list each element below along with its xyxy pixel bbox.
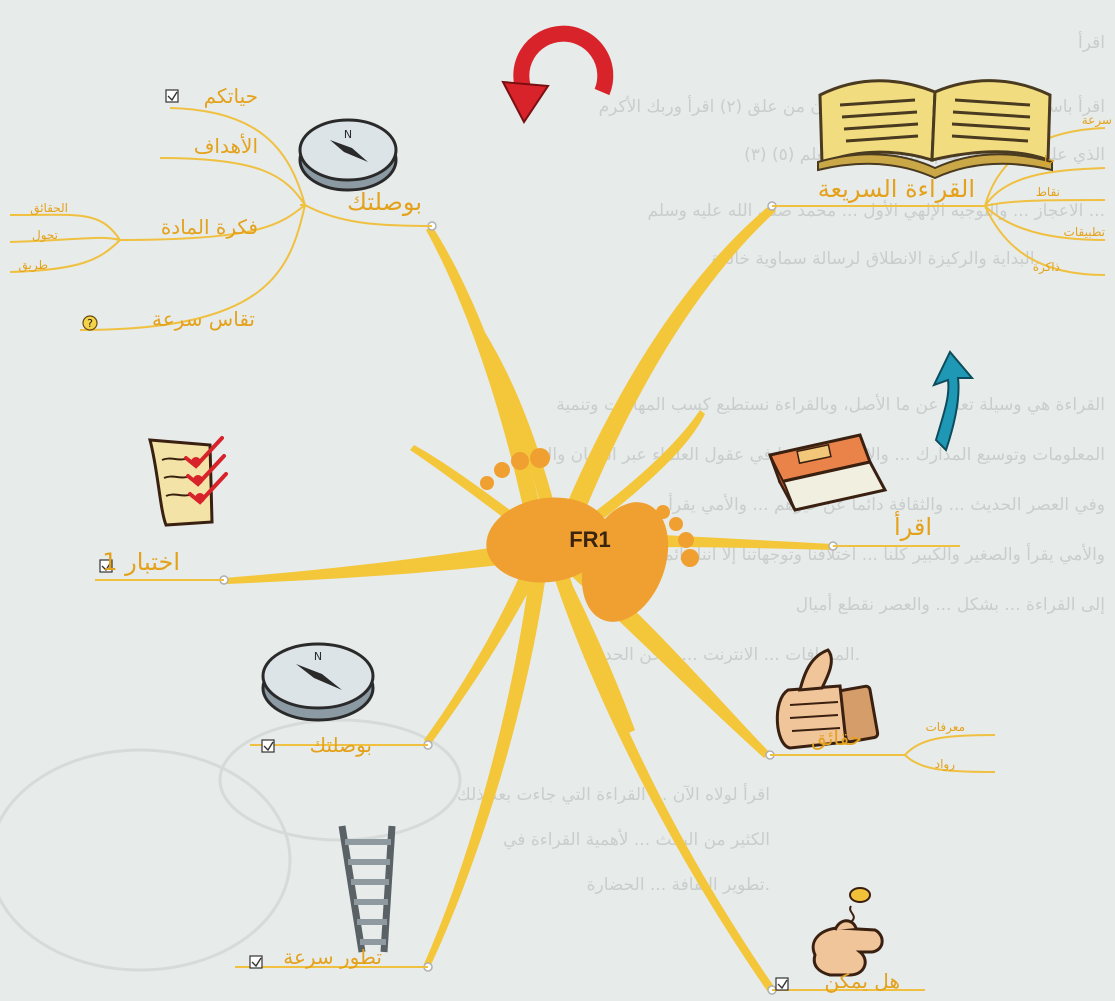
branch-label-speed-growth[interactable]: تطور سرعة bbox=[283, 945, 382, 969]
closed-book-icon bbox=[767, 433, 888, 512]
item-label[interactable]: فكرة المادة bbox=[161, 215, 258, 239]
item-label[interactable]: الأهداف bbox=[194, 134, 258, 158]
svg-text:N: N bbox=[314, 650, 322, 663]
branch-left-mid bbox=[225, 540, 545, 584]
branch-left-lower bbox=[424, 552, 545, 745]
branch-shapes bbox=[225, 205, 833, 992]
subitem-label[interactable]: ذاكرة bbox=[1033, 260, 1060, 275]
subitem-label[interactable]: تطبيقات bbox=[1064, 225, 1105, 239]
coin-flip-icon bbox=[811, 887, 884, 977]
item-label[interactable]: حياتكم bbox=[204, 84, 258, 108]
background-line: إلى القراءة ... بشكل ... والعصر نقطع أمي… bbox=[796, 593, 1105, 615]
branch-minor-2 bbox=[570, 410, 705, 540]
background-line: القراءة هي وسيلة تعلم عن ما الأصل، وبالق… bbox=[556, 394, 1105, 415]
note-icon[interactable] bbox=[165, 89, 179, 103]
branch-label-compass[interactable]: بوصلتك bbox=[347, 188, 422, 216]
footprints-icon bbox=[480, 448, 699, 622]
up-arrow-icon bbox=[932, 350, 975, 452]
center-label: FR1 bbox=[569, 527, 611, 552]
subitem-label[interactable]: طريق bbox=[18, 258, 48, 273]
background-line: تطوير الثقافة ... الحضارة. bbox=[587, 875, 770, 895]
branch-top-right bbox=[560, 205, 776, 528]
refresh-arrow-icon[interactable] bbox=[501, 25, 614, 124]
background-oval bbox=[0, 748, 292, 972]
branch-bottom-left bbox=[424, 556, 548, 967]
subitem-label[interactable]: رواد bbox=[935, 757, 955, 772]
branch-label-speed-reading[interactable]: القراءة السريعة bbox=[818, 175, 975, 203]
branch-lines bbox=[9, 107, 1106, 991]
checklist-icon bbox=[148, 436, 228, 527]
background-heading: اقرأ bbox=[1078, 31, 1105, 53]
note-icon[interactable] bbox=[99, 559, 113, 573]
note-icon[interactable] bbox=[775, 977, 789, 991]
compass-icon: N bbox=[298, 118, 398, 192]
line-right-lower-sub bbox=[904, 734, 996, 773]
background-line: والأمي يقرأ والصغير والكبير كلنا ... اخت… bbox=[610, 543, 1105, 565]
branch-label-compass-2[interactable]: بوصلتك bbox=[310, 733, 372, 757]
branch-label-can-it[interactable]: هل يمكن bbox=[825, 969, 900, 993]
subitem-label[interactable]: حل bbox=[1038, 153, 1055, 167]
svg-text:?: ? bbox=[87, 317, 93, 330]
ladder-icon bbox=[338, 825, 396, 953]
background-line: البداية والركيزة الانطلاق لرسالة سماوية … bbox=[711, 249, 1040, 269]
subitem-label[interactable]: نقاط bbox=[1036, 185, 1060, 199]
note-icon[interactable] bbox=[261, 739, 275, 753]
line-top-left-sub bbox=[79, 107, 306, 331]
branch-label-test[interactable]: اختبار 1 bbox=[102, 548, 180, 576]
branch-minor-1 bbox=[470, 318, 558, 520]
connector-nodes bbox=[219, 201, 838, 995]
subitem-label[interactable]: معرفات bbox=[925, 720, 965, 735]
line-idea-sub bbox=[9, 213, 121, 273]
note-icon[interactable] bbox=[249, 955, 263, 969]
compass-icon: N bbox=[261, 642, 375, 722]
line-top-left-main bbox=[300, 204, 433, 227]
subitem-label[interactable]: تحول bbox=[32, 228, 58, 243]
thumbs-up-icon bbox=[775, 648, 880, 750]
svg-text:N: N bbox=[344, 128, 352, 141]
open-book-icon bbox=[817, 79, 1053, 180]
background-line: وفي العصر الحديث ... والثقافة دائما عن غ… bbox=[668, 493, 1105, 515]
subitem-label[interactable]: سرعة bbox=[1082, 113, 1112, 128]
branch-label-read[interactable]: اقرأ bbox=[894, 511, 932, 541]
branch-minor-4 bbox=[552, 560, 635, 733]
subitem-label[interactable]: الحقائق bbox=[30, 201, 68, 216]
background-line: الاعجاز ... والتوجيه الإلهي الأول ... مح… bbox=[648, 200, 1106, 221]
background-line: اقرأ لولاه الآن ... القراءة التي جاءت بع… bbox=[457, 783, 770, 805]
item-label[interactable]: تقاس سرعة bbox=[152, 307, 255, 331]
help-icon[interactable]: ? bbox=[82, 315, 98, 331]
background-oval bbox=[218, 718, 462, 842]
branch-label-facts[interactable]: حقائق bbox=[811, 726, 862, 750]
background-line: الكثير من البحث ... لأهمية القراءة في bbox=[503, 829, 770, 850]
